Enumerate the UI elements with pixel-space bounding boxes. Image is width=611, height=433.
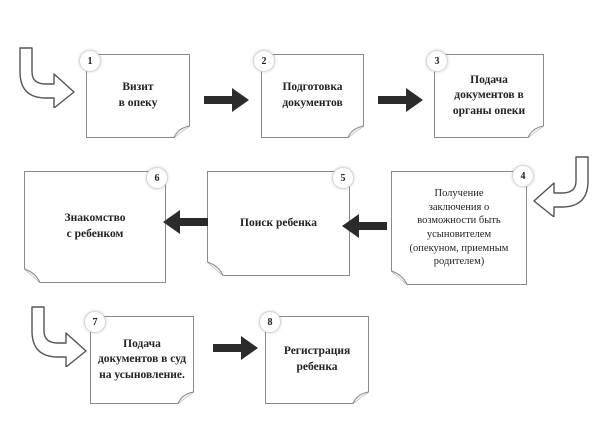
step-number-8: 8: [259, 311, 281, 333]
step-card-4: Получение заключения о возможности быть …: [391, 171, 527, 285]
arrow-right-icon: [213, 336, 258, 360]
step-label-2: Подготовка документов: [282, 81, 343, 109]
step-number-5: 5: [332, 167, 354, 189]
arrow-right-icon: [204, 88, 249, 112]
paper-sheet: [434, 54, 544, 138]
step-card-3: Подача документов в органы опеки: [434, 54, 544, 138]
paper-sheet: [90, 316, 194, 404]
step-label-4: Получение заключения о возможности быть …: [409, 188, 509, 268]
step-card-2: Подготовка документов: [261, 54, 364, 138]
arrow-left-icon: [342, 214, 387, 238]
arrow-right-icon: [378, 88, 423, 112]
step-label-3: Подача документов в органы опеки: [452, 73, 526, 117]
step-label-6: Знакомство с ребенком: [64, 212, 126, 240]
bent-arrow-icon: [31, 306, 87, 367]
step-number-7: 7: [84, 311, 106, 333]
step-number-3: 3: [426, 50, 448, 72]
step-card-7: Подача документов в суд на усыновление.: [90, 316, 194, 404]
bent-arrow-icon: [19, 47, 75, 108]
paper-sheet: [391, 171, 527, 285]
step-label-7: Подача документов в суд на усыновление.: [97, 337, 187, 381]
arrow-left-icon: [163, 210, 208, 234]
step-card-6: Знакомство с ребенком: [24, 171, 166, 283]
paper-sheet: [261, 54, 364, 138]
step-number-1: 1: [79, 50, 101, 72]
step-card-8: Регистрация ребенка: [265, 316, 369, 404]
step-card-5: Поиск ребенка: [207, 171, 350, 276]
paper-sheet: [86, 54, 190, 138]
step-card-1: Визит в опеку: [86, 54, 190, 138]
paper-sheet: [24, 171, 166, 283]
paper-sheet: [207, 171, 350, 276]
paper-sheet: [265, 316, 369, 404]
step-label-1: Визит в опеку: [118, 81, 158, 109]
step-number-4: 4: [512, 165, 534, 187]
step-label-5: Поиск ребенка: [240, 216, 317, 229]
bent-arrow-icon: [533, 156, 589, 217]
step-label-8: Регистрация ребенка: [283, 345, 351, 373]
step-number-6: 6: [146, 167, 168, 189]
step-number-2: 2: [253, 50, 275, 72]
